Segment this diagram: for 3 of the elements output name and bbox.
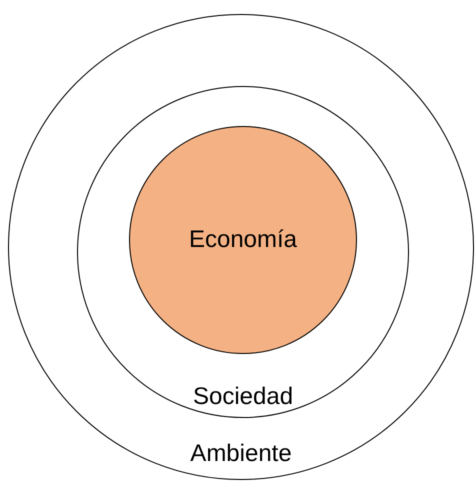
circle-label: Economía xyxy=(188,226,298,253)
circle-label: Ambiente xyxy=(190,440,292,467)
circle-label: Sociedad xyxy=(192,383,294,410)
